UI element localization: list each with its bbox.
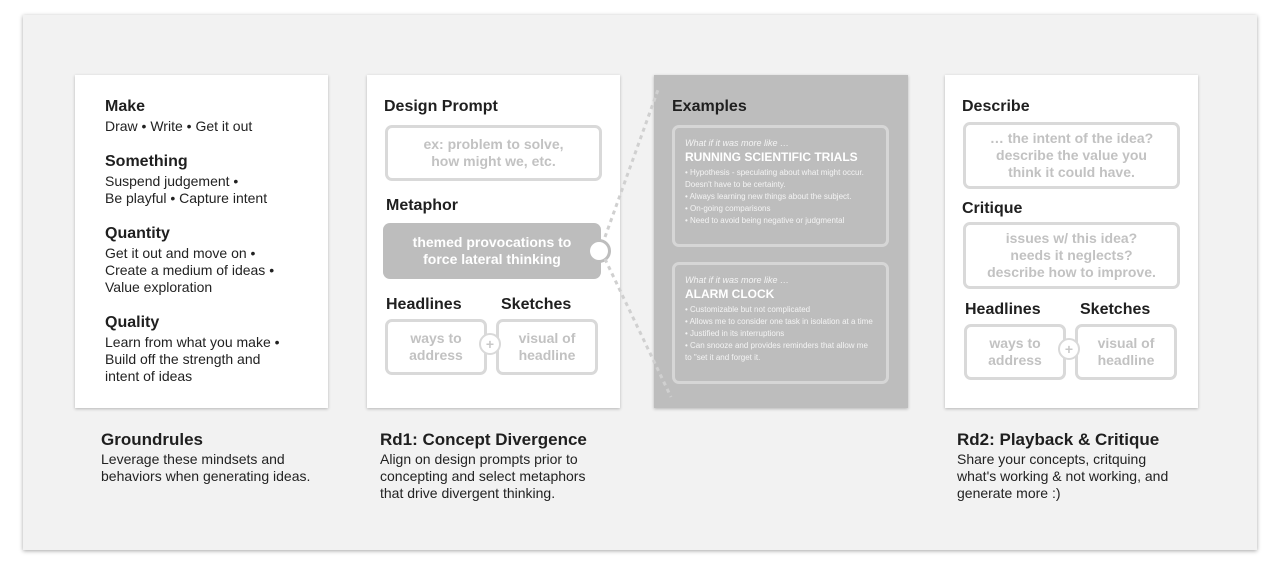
example-1-bullets: • Hypothesis - speculating about what mi… xyxy=(685,167,876,227)
rd1-caption-text: Align on design prompts prior to concept… xyxy=(380,451,586,501)
rd1-plus-icon: + xyxy=(479,333,501,355)
rd2-caption-text: Share your concepts, critquing what's wo… xyxy=(957,451,1169,501)
rd2-headlines-label: Headlines xyxy=(965,301,1041,318)
rd2-headlines-text: ways to address xyxy=(988,335,1042,368)
connector-line-top xyxy=(603,86,661,238)
rd2-sketches-text: visual of headline xyxy=(1097,335,1155,368)
rd1-headlines-text: ways to address xyxy=(409,330,463,363)
groundrules-caption-title: Groundrules xyxy=(101,430,204,449)
rd2-headlines-box: ways to address xyxy=(964,324,1066,380)
rd1-card: Design Prompt ex: problem to solve, how … xyxy=(367,75,620,408)
rd2-sketches-label: Sketches xyxy=(1080,301,1151,318)
rd1-sketches-text: visual of headline xyxy=(518,330,576,363)
example-1-bullet: • Always learning new things about the s… xyxy=(685,192,852,201)
design-prompt-label: Design Prompt xyxy=(384,98,498,115)
critique-box: issues w/ this idea? needs it neglects? … xyxy=(963,222,1180,289)
workshop-board: Make Draw • Write • Get it out Something… xyxy=(23,15,1257,550)
rd1-sketches-label: Sketches xyxy=(501,296,572,313)
groundrule-text-quality: Learn from what you make • Build off the… xyxy=(105,334,280,384)
metaphor-connector-knob xyxy=(587,239,611,263)
rd2-caption-title: Rd2: Playback & Critique xyxy=(957,430,1160,449)
groundrule-text-quantity: Get it out and move on • Create a medium… xyxy=(105,245,275,295)
example-2-bullet: • Customizable but not complicated xyxy=(685,305,811,314)
describe-text: … the intent of the idea? describe the v… xyxy=(989,130,1154,180)
example-2-bullet: • Can snooze and provides reminders that… xyxy=(685,341,868,362)
rd1-headlines-label: Headlines xyxy=(386,296,462,313)
example-2-bullet: • Allows me to consider one task in isol… xyxy=(685,317,873,326)
groundrules-caption-text: Leverage these mindsets and behaviors wh… xyxy=(101,451,311,484)
example-card-running-trials: What if it was more like … RUNNING SCIEN… xyxy=(672,125,889,247)
groundrule-heading-quantity: Quantity xyxy=(105,225,170,242)
example-1-sub: What if it was more like … xyxy=(685,138,790,148)
metaphor-label: Metaphor xyxy=(386,197,458,214)
metaphor-text: themed provocations to force lateral thi… xyxy=(412,234,572,267)
critique-text: issues w/ this idea? needs it neglects? … xyxy=(987,230,1156,280)
design-prompt-text: ex: problem to solve, how might we, etc. xyxy=(423,136,564,169)
metaphor-to-examples-connector xyxy=(603,86,673,398)
example-1-title: RUNNING SCIENTIFIC TRIALS xyxy=(685,150,858,164)
example-1-bullet: • Hypothesis - speculating about what mi… xyxy=(685,168,864,189)
groundrule-text-something: Suspend judgement • Be playful • Capture… xyxy=(105,173,268,206)
groundrule-heading-something: Something xyxy=(105,153,188,170)
groundrule-heading-make: Make xyxy=(105,98,146,115)
connector-line-bottom xyxy=(603,258,673,398)
example-card-alarm-clock: What if it was more like … ALARM CLOCK •… xyxy=(672,262,889,384)
example-1-bullet: • Need to avoid being negative or judgme… xyxy=(685,216,845,225)
rd2-plus-icon: + xyxy=(1058,338,1080,360)
critique-label: Critique xyxy=(962,200,1023,217)
groundrule-text-make: Draw • Write • Get it out xyxy=(105,118,253,134)
example-2-title: ALARM CLOCK xyxy=(685,287,775,301)
design-prompt-box: ex: problem to solve, how might we, etc. xyxy=(385,125,602,181)
rd1-caption-title: Rd1: Concept Divergence xyxy=(380,430,587,449)
examples-card: Examples What if it was more like … RUNN… xyxy=(654,75,908,408)
groundrule-heading-quality: Quality xyxy=(105,314,160,331)
describe-box: … the intent of the idea? describe the v… xyxy=(963,122,1180,189)
rd2-sketches-box: visual of headline xyxy=(1075,324,1177,380)
describe-label: Describe xyxy=(962,98,1030,115)
metaphor-box: themed provocations to force lateral thi… xyxy=(383,223,601,279)
rd1-headlines-box: ways to address xyxy=(385,319,487,375)
groundrules-card: Make Draw • Write • Get it out Something… xyxy=(75,75,328,408)
rd2-card: Describe … the intent of the idea? descr… xyxy=(945,75,1198,408)
example-2-bullet: • Justified in its interruptions xyxy=(685,329,785,338)
examples-label: Examples xyxy=(672,98,747,115)
example-2-bullets: • Customizable but not complicated • All… xyxy=(685,304,876,364)
example-2-sub: What if it was more like … xyxy=(685,275,790,285)
rd1-sketches-box: visual of headline xyxy=(496,319,598,375)
example-1-bullet: • On-going comparisons xyxy=(685,204,771,213)
